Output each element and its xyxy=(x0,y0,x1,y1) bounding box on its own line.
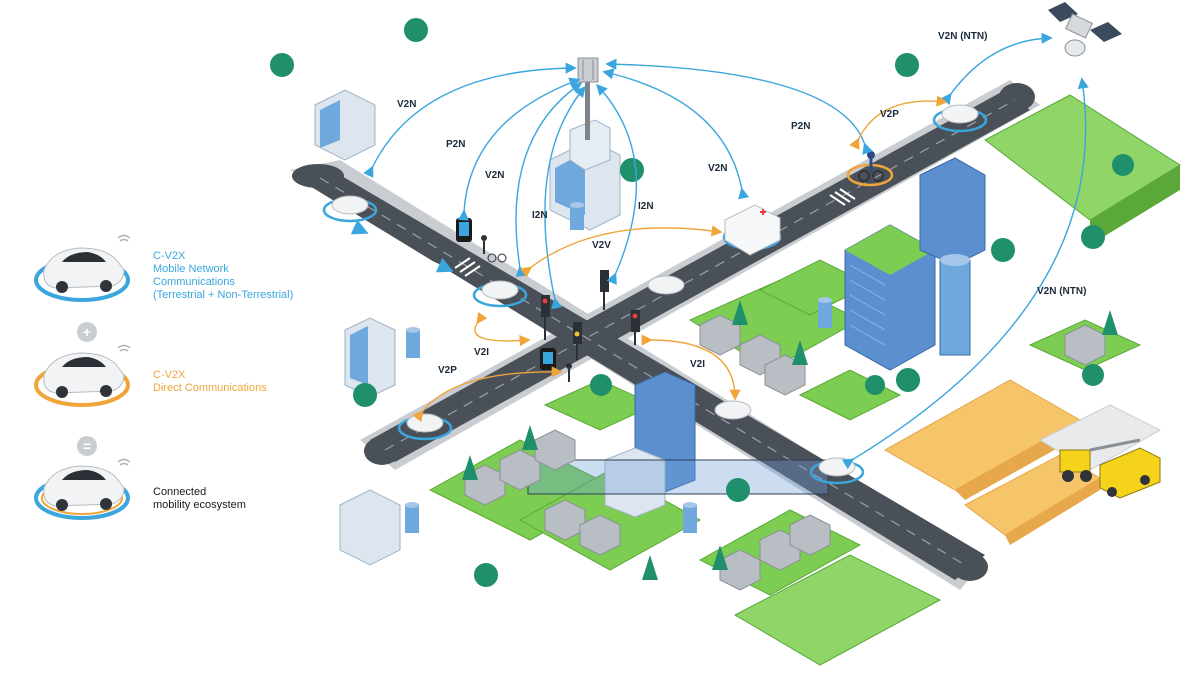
legend-car-direct-icon xyxy=(34,352,130,407)
label-v2n-right: V2N xyxy=(708,163,727,174)
truck-icon xyxy=(1099,447,1161,499)
plus-operator-circle xyxy=(77,322,97,342)
label-p2n-right: P2N xyxy=(791,121,810,132)
label-v2v: V2V xyxy=(592,240,611,251)
pedestrian-icon xyxy=(566,363,572,382)
label-v2n-ntn-top: V2N (NTN) xyxy=(938,31,987,42)
legend-direct-text: C-V2X Direct Communications xyxy=(153,369,267,394)
car-icon xyxy=(472,280,528,308)
phone-icon xyxy=(456,218,472,242)
label-v2i-right: V2I xyxy=(690,359,705,370)
direct-links xyxy=(412,95,948,423)
pedestrian-icon xyxy=(481,235,487,254)
label-v2i-left: V2I xyxy=(474,347,489,358)
building xyxy=(339,489,401,566)
car-icon xyxy=(714,400,752,420)
label-v2n-ntn-side: V2N (NTN) xyxy=(1037,286,1086,297)
legend-mobile-network-text: C-V2X Mobile Network Communications (Ter… xyxy=(153,250,294,301)
satellite-icon xyxy=(1048,2,1122,57)
tree-icon xyxy=(896,368,920,392)
tree-icon xyxy=(895,53,919,77)
building xyxy=(939,259,971,356)
label-i2n-b: I2N xyxy=(638,201,654,212)
cyclist-icon xyxy=(487,253,507,263)
traffic-light-icon xyxy=(541,295,550,340)
car-icon xyxy=(322,195,378,223)
building xyxy=(604,447,666,518)
tree-icon xyxy=(590,374,612,396)
label-i2n-a: I2N xyxy=(532,210,548,221)
tree-icon xyxy=(991,238,1015,262)
tree-icon xyxy=(404,18,428,42)
label-p2n-left: P2N xyxy=(446,139,465,150)
tree-icon xyxy=(1081,225,1105,249)
tower-icon xyxy=(577,57,599,140)
traffic-light-icon xyxy=(631,310,640,345)
wifi-icon xyxy=(117,234,131,242)
tree-icon xyxy=(1112,154,1134,176)
wifi-icon xyxy=(117,458,131,466)
equals-operator: = xyxy=(82,438,92,454)
building xyxy=(919,157,986,266)
tree-icon xyxy=(474,563,498,587)
tree-icon xyxy=(865,375,885,395)
phone-icon xyxy=(540,348,556,370)
label-v2p-left: V2P xyxy=(438,365,457,376)
car-icon xyxy=(647,275,685,295)
traffic-light-icon xyxy=(573,322,582,360)
legend-ecosystem-text: Connected mobility ecosystem xyxy=(153,486,246,511)
legend-car-mobile-network-icon xyxy=(34,247,130,302)
equals-operator-circle xyxy=(77,436,97,456)
link-labels: V2N P2N V2N I2N I2N V2N P2N V2P V2N (NTN… xyxy=(397,31,1086,376)
pedestrians xyxy=(456,218,572,382)
tree-icon xyxy=(270,53,294,77)
plus-operator: + xyxy=(82,324,92,340)
tree-icon xyxy=(1082,364,1104,386)
legend-car-ecosystem-icon xyxy=(34,465,130,520)
label-v2n-mid: V2N xyxy=(485,170,504,181)
wifi-icon xyxy=(117,344,131,352)
tree-icon xyxy=(620,158,644,182)
ambulance-icon xyxy=(722,204,782,256)
tree-icon xyxy=(726,478,750,502)
mobile-network-links xyxy=(350,32,1089,470)
tree-icon xyxy=(353,383,377,407)
legend-graphics xyxy=(34,234,131,520)
label-v2p-right: V2P xyxy=(880,109,899,120)
label-v2n-topleft: V2N xyxy=(397,99,416,110)
